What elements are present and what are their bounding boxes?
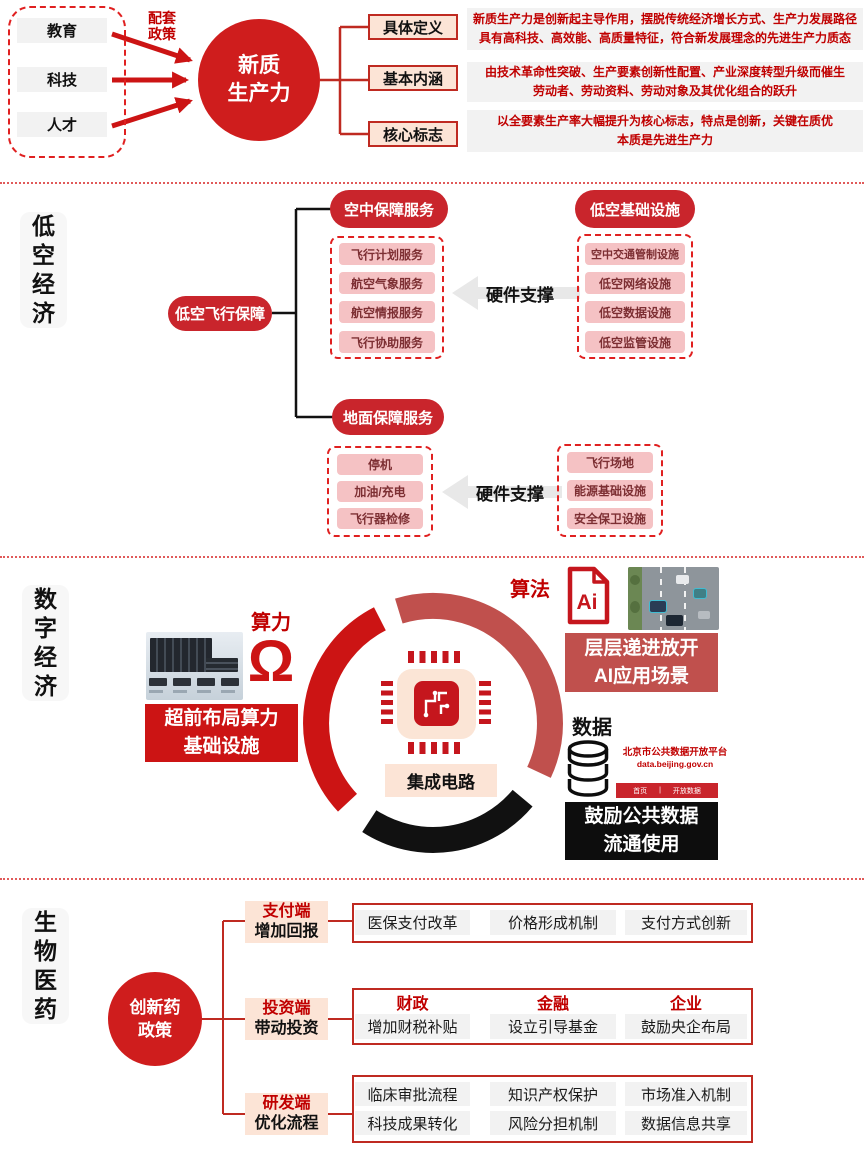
- hardware-support-label: 硬件支撑: [476, 484, 544, 504]
- algorithm-label: 算法: [510, 578, 550, 601]
- center-circle-new-productivity: 新质 生产力: [198, 19, 320, 141]
- input-item: 科技: [17, 67, 107, 92]
- computing-power-icon: Ω: [247, 629, 295, 694]
- ground-infra-item: 能源基础设施: [567, 480, 653, 501]
- infra-group: [577, 234, 693, 359]
- ground-infra-item: 安全保卫设施: [567, 508, 653, 529]
- branch-sub: 带动投资: [254, 1020, 319, 1037]
- innovative-drug-policy-circle: 创新药 政策: [108, 972, 202, 1066]
- input-item: 人才: [17, 112, 107, 137]
- ground-services-group: [327, 446, 433, 537]
- platform-title: 北京市公共数据开放平台: [622, 747, 728, 758]
- branch-invest: 投资端 带动投资: [245, 998, 328, 1040]
- section-divider: [0, 878, 864, 880]
- infra-item: 空中交通管制设施: [585, 243, 685, 265]
- computing-power-label: 算力: [251, 611, 291, 634]
- invest-item: 鼓励央企布局: [625, 1014, 747, 1039]
- nav-sep: |: [659, 787, 661, 794]
- infra-pill: 低空基础设施: [575, 190, 695, 228]
- branch-desc: 以全要素生产率大幅提升为核心标志，特点是创新，关键在质优 本质是先进生产力: [467, 110, 863, 152]
- air-service-item: 航空情报服务: [339, 301, 435, 323]
- chip-label: 集成电路: [385, 764, 497, 797]
- inputs-dashed-box: [8, 6, 126, 158]
- pay-item: 支付方式创新: [625, 910, 747, 935]
- ring-arc-algorithm: [395, 593, 563, 778]
- chip-core: [414, 681, 459, 726]
- ground-services-pill: 地面保障服务: [332, 399, 444, 435]
- section-divider: [0, 556, 864, 558]
- hardware-arrow: [452, 276, 580, 310]
- platform-navbar: 首页 | 开放数据: [616, 783, 718, 798]
- pay-item: 医保支付改革: [355, 910, 470, 935]
- data-label: 数据: [572, 716, 612, 739]
- ground-service-item: 飞行器检修: [337, 508, 423, 529]
- ground-infra-item: 飞行场地: [567, 452, 653, 473]
- branch-tag: 投资端: [262, 1000, 311, 1017]
- invest-header: 企业: [669, 995, 702, 1013]
- air-services-pill: 空中保障服务: [330, 190, 448, 228]
- data-box: 鼓励公共数据 流通使用: [565, 802, 718, 860]
- integrated-circuit-icon: [381, 651, 491, 755]
- section-label-digital: 数字经济: [22, 585, 69, 701]
- pay-item: 价格形成机制: [490, 910, 616, 935]
- ring-arc-computing: [303, 607, 387, 812]
- branch-tag: 支付端: [262, 903, 311, 920]
- rd-item: 临床审批流程: [355, 1082, 470, 1106]
- air-service-item: 飞行计划服务: [339, 243, 435, 265]
- algorithm-box: 层层递进放开 AI应用场景: [565, 633, 718, 692]
- supporting-policy-label: 配套 政策: [148, 10, 176, 42]
- rd-item: 科技成果转化: [355, 1111, 470, 1135]
- traffic-photo: [628, 567, 719, 630]
- ai-document-icon: Ai: [563, 566, 611, 626]
- branch-pay: 支付端 增加回报: [245, 901, 328, 943]
- infra-item: 低空监管设施: [585, 331, 685, 353]
- ai-glyph: Ai: [576, 591, 598, 614]
- branch-label: 基本内涵: [368, 65, 458, 91]
- branch-label: 具体定义: [368, 14, 458, 40]
- computing-box: 超前布局算力 基础设施: [145, 704, 298, 762]
- rd-item: 数据信息共享: [625, 1111, 747, 1135]
- platform-url: data.beijing.gov.cn: [636, 759, 714, 769]
- branch-tag: 研发端: [262, 1095, 311, 1112]
- root-pill-flight-support: 低空飞行保障: [168, 296, 272, 331]
- infra-item: 低空数据设施: [585, 301, 685, 323]
- database-icon: [567, 740, 609, 797]
- section-label-low-altitude: 低空经济: [20, 212, 67, 328]
- nav-open-data: 开放数据: [672, 787, 701, 795]
- air-service-item: 飞行协助服务: [339, 331, 435, 353]
- server-racks-photo: [146, 632, 243, 700]
- ground-infra-group: [557, 444, 663, 537]
- branch-desc: 由技术革命性突破、生产要素创新性配置、产业深度转型升级而催生 劳动者、劳动资料、…: [467, 62, 863, 102]
- invest-header: 金融: [536, 995, 569, 1013]
- branch-sub: 增加回报: [254, 923, 319, 940]
- data-platform-screenshot: 北京市公共数据开放平台 data.beijing.gov.cn 首页 | 开放数…: [610, 746, 740, 798]
- invest-item: 设立引导基金: [490, 1014, 616, 1039]
- rd-item: 风险分担机制: [490, 1111, 616, 1135]
- ground-service-item: 加油/充电: [337, 481, 423, 502]
- invest-header: 财政: [396, 995, 429, 1013]
- nav-home: 首页: [633, 787, 648, 795]
- branch-desc: 新质生产力是创新起主导作用，摆脱传统经济增长方式、生产力发展路径 具有高科技、高…: [467, 8, 863, 50]
- air-service-item: 航空气象服务: [339, 272, 435, 294]
- infra-item: 低空网络设施: [585, 272, 685, 294]
- rd-item: 知识产权保护: [490, 1082, 616, 1106]
- branch-rd: 研发端 优化流程: [245, 1093, 328, 1135]
- invest-item: 增加财税补贴: [355, 1014, 470, 1039]
- input-item: 教育: [17, 18, 107, 43]
- ring-arc-data: [362, 789, 533, 853]
- section-label-biomedicine: 生物医药: [22, 908, 69, 1024]
- branch-label: 核心标志: [368, 121, 458, 147]
- hardware-support-label: 硬件支撑: [486, 285, 554, 305]
- hardware-arrow: [442, 475, 562, 509]
- branch-sub: 优化流程: [254, 1115, 319, 1132]
- air-services-group: [330, 236, 444, 359]
- section-divider: [0, 182, 864, 184]
- ground-service-item: 停机: [337, 454, 423, 475]
- rd-item: 市场准入机制: [625, 1082, 747, 1106]
